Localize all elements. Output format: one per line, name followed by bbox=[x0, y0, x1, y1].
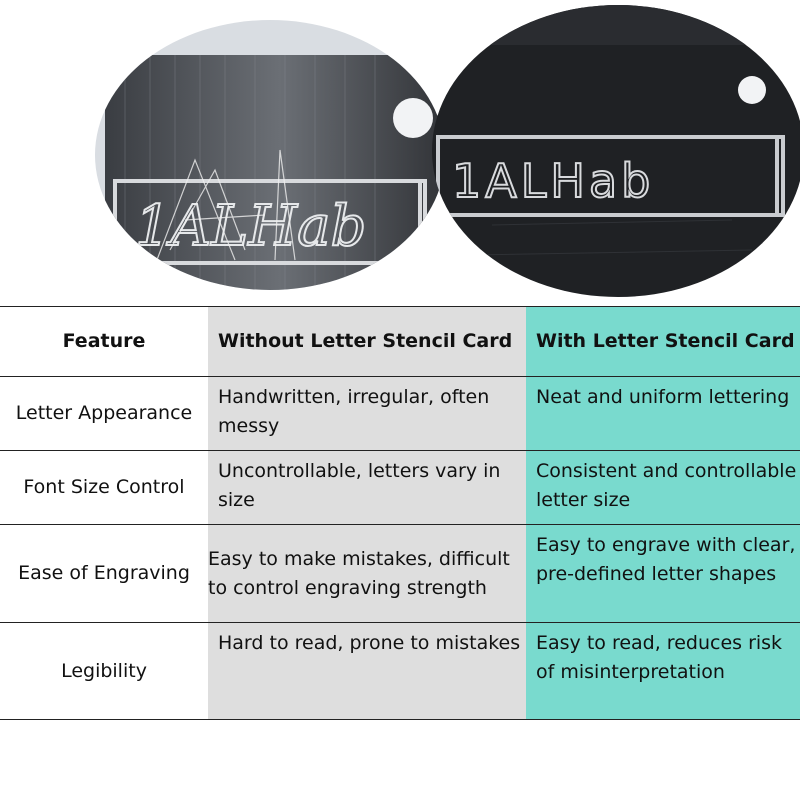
row-without-legibility: Hard to read, prone to mistakes bbox=[218, 632, 521, 654]
row-with-legibility: Easy to read, reduces risk of misinterpr… bbox=[536, 632, 783, 683]
row-with-font-size-control: Consistent and controllable letter size bbox=[536, 460, 797, 511]
table-rule bbox=[0, 524, 800, 525]
row-feature-letter-appearance: Letter Appearance bbox=[15, 402, 193, 424]
photo-with-stencil: 1ALHab bbox=[432, 5, 800, 297]
table-rule bbox=[0, 450, 800, 451]
header-feature: Feature bbox=[62, 330, 146, 352]
row-feature-ease-of-engraving: Ease of Engraving bbox=[18, 562, 190, 584]
engraving-text-left: 1ALHab bbox=[135, 194, 366, 259]
row-without-ease-of-engraving: Easy to make mistakes, difficult to cont… bbox=[208, 547, 510, 599]
row-feature-font-size-control: Font Size Control bbox=[23, 476, 185, 498]
row-feature-legibility: Legibility bbox=[61, 659, 147, 682]
row-without-letter-appearance: Handwritten, irregular, often messy bbox=[218, 386, 490, 437]
header-without-stencil: Without Letter Stencil Card bbox=[218, 330, 513, 352]
table-rule bbox=[0, 376, 800, 377]
comparison-table: Feature Without Letter Stencil Card With… bbox=[0, 306, 800, 720]
row-with-ease-of-engraving: Easy to engrave with clear, pre-defined … bbox=[536, 534, 796, 585]
table-rule bbox=[0, 622, 800, 623]
column-background-with bbox=[526, 306, 800, 720]
row-without-font-size-control: Uncontrollable, letters vary in size bbox=[218, 460, 501, 511]
column-background-without bbox=[208, 306, 526, 720]
header-with-stencil: With Letter Stencil Card bbox=[536, 330, 795, 352]
table-rule bbox=[0, 306, 800, 307]
engraving-text-right: 1ALHab bbox=[452, 154, 654, 208]
photo-without-stencil: 1ALHab bbox=[95, 20, 445, 290]
table-rule bbox=[0, 719, 800, 720]
row-with-letter-appearance: Neat and uniform lettering bbox=[536, 386, 790, 408]
